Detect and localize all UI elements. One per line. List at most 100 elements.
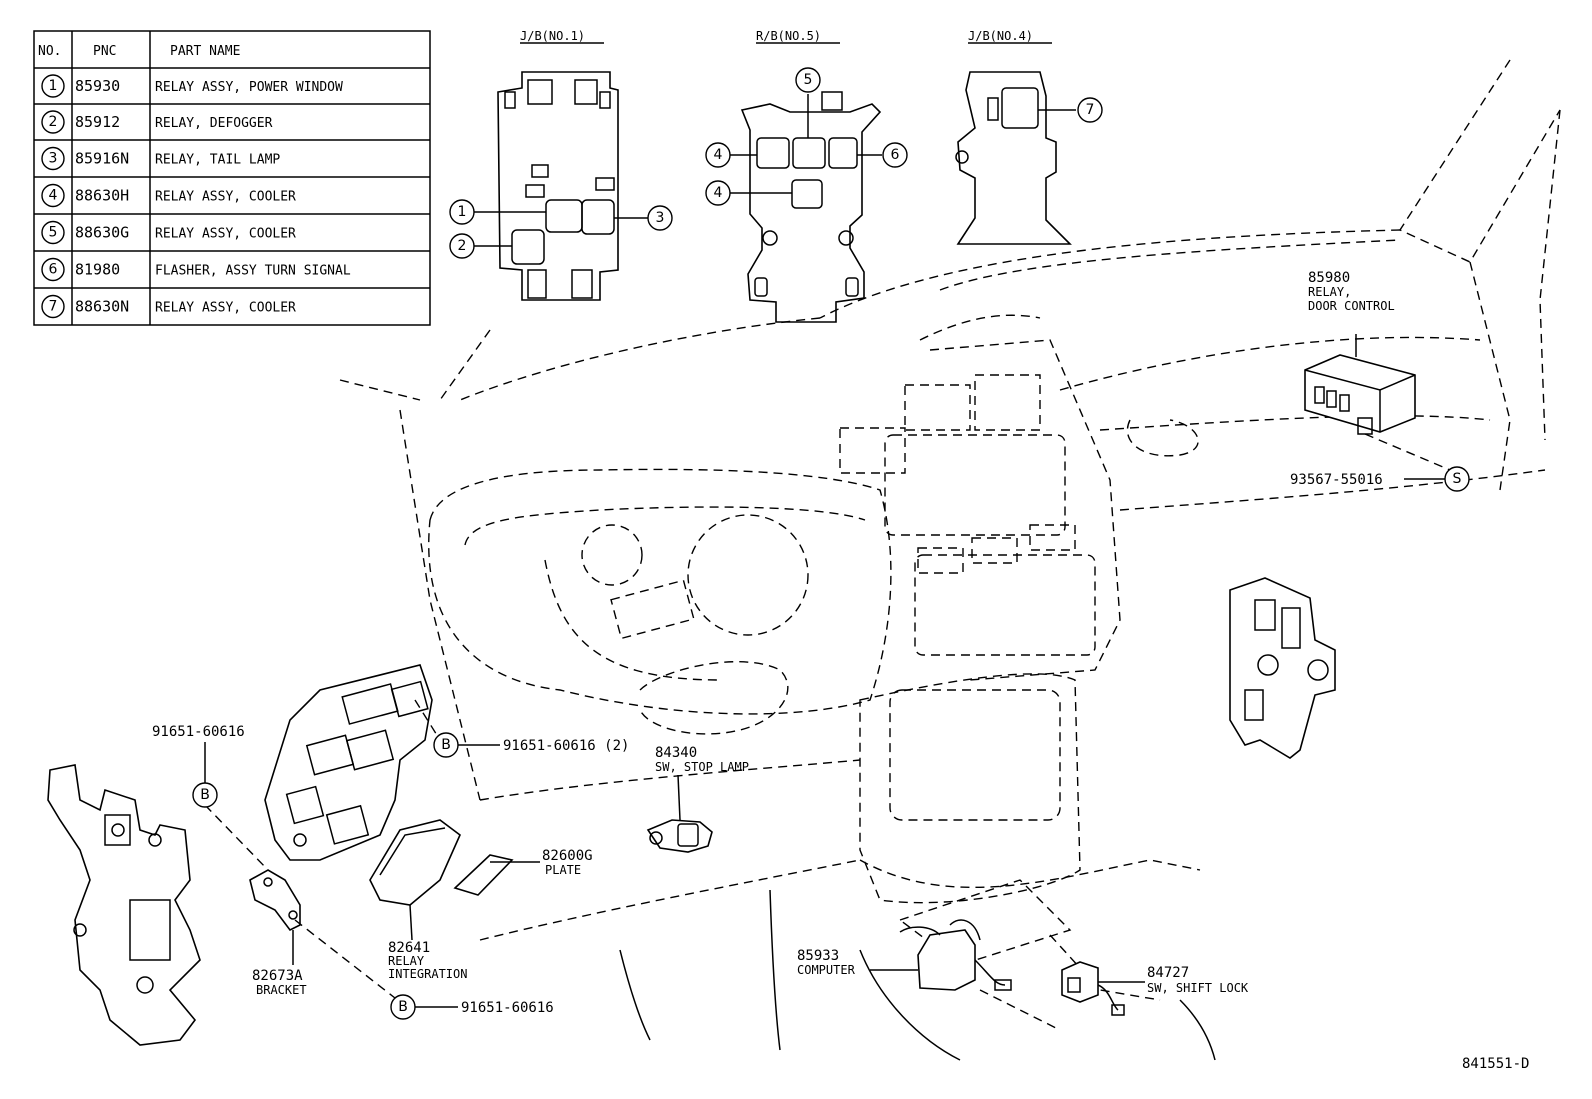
stop-lamp-pnc: 84340 — [655, 745, 697, 761]
row-part-name: RELAY, TAIL LAMP — [155, 153, 280, 168]
row-pnc: 85916N — [75, 150, 129, 168]
row-number-circle — [41, 220, 65, 245]
table-row: 6 81980 FLASHER, ASSY TURN SIGNAL — [41, 257, 351, 282]
row-number: 6 — [49, 262, 58, 278]
row-number: 4 — [49, 188, 58, 204]
bolt-top-left: 91651-60616 B — [152, 724, 245, 808]
row-pnc: 88630H — [75, 187, 129, 205]
computer-part: 85933 COMPUTER — [797, 919, 1012, 991]
bracket-name: BRACKET — [256, 983, 307, 997]
svg-text:4: 4 — [714, 147, 723, 163]
svg-text:B: B — [441, 737, 451, 753]
row-part-name: RELAY ASSY, COOLER — [155, 190, 296, 205]
left-junction-block — [47, 764, 201, 1046]
computer-pnc: 85933 — [797, 948, 839, 964]
svg-text:2: 2 — [458, 238, 467, 254]
jb-no1-title: J/B(NO.1) — [520, 29, 585, 43]
row-part-name: FLASHER, ASSY TURN SIGNAL — [155, 264, 351, 279]
rb-no5-outline — [740, 103, 882, 323]
jb-no1-group: J/B(NO.1) 1 2 3 — [449, 29, 673, 301]
svg-text:5: 5 — [804, 72, 813, 88]
bracket-part: 82673A BRACKET — [204, 804, 396, 999]
row-pnc: 88630N — [75, 298, 129, 316]
stop-lamp-name: SW, STOP LAMP — [655, 760, 749, 774]
callout-b-bottom: B — [390, 994, 416, 1020]
row-number-circle — [41, 257, 65, 282]
relay-integration-part: 82641 RELAY INTEGRATION — [369, 819, 467, 981]
table-row: 4 88630H RELAY ASSY, COOLER — [41, 183, 296, 208]
callout-4-bottom: 4 — [705, 180, 731, 206]
callout-s: S — [1444, 466, 1470, 492]
door-relay-line2: DOOR CONTROL — [1308, 299, 1395, 313]
row-number-circle — [41, 183, 65, 208]
svg-text:1: 1 — [458, 204, 467, 220]
row-pnc: 81980 — [75, 261, 120, 279]
callout-1: 1 — [449, 199, 475, 225]
jb-no4-title: J/B(NO.4) — [968, 29, 1033, 43]
jb-no4-outline — [956, 71, 1072, 245]
parts-table: NO. PNC PART NAME 1 85930 RELAY ASSY, POWE… — [33, 30, 431, 326]
callout-3: 3 — [647, 205, 673, 231]
row-number: 2 — [49, 114, 58, 130]
right-junction-block — [1229, 577, 1336, 759]
row-number-circle — [41, 294, 65, 319]
svg-text:4: 4 — [714, 185, 723, 201]
callout-b-left: B — [192, 782, 218, 808]
header-pnc: PNC — [93, 44, 116, 59]
table-row: 2 85912 RELAY, DEFOGGER — [41, 110, 273, 134]
bolt-top-left-pnc: 91651-60616 — [152, 724, 245, 740]
svg-text:6: 6 — [891, 147, 900, 163]
row-pnc: 85912 — [75, 113, 120, 131]
header-part-name: PART NAME — [170, 44, 240, 59]
figure-id: 841551-D — [1462, 1056, 1529, 1072]
callout-2: 2 — [449, 233, 475, 259]
center-relay-block: B 91651-60616 (2) — [264, 664, 629, 861]
callout-4-top: 4 — [705, 142, 731, 168]
callout-7: 7 — [1077, 97, 1103, 123]
svg-text:S: S — [1453, 471, 1462, 487]
plate-pnc: 82600G — [542, 848, 593, 864]
door-relay-line1: RELAY, — [1308, 285, 1351, 299]
row-number: 3 — [49, 151, 58, 167]
svg-text:3: 3 — [656, 210, 665, 226]
rb-no5-title: R/B(NO.5) — [756, 29, 821, 43]
computer-name: COMPUTER — [797, 963, 856, 977]
callout-b-right: B — [433, 732, 459, 758]
row-pnc: 85930 — [75, 77, 120, 95]
screw-pnc: 93567-55016 — [1290, 472, 1383, 488]
table-row: 5 88630G RELAY ASSY, COOLER — [41, 220, 296, 245]
row-number: 5 — [49, 225, 58, 241]
row-number: 1 — [49, 78, 58, 94]
row-number: 7 — [49, 299, 58, 315]
svg-text:7: 7 — [1086, 102, 1095, 118]
plate-name: PLATE — [545, 863, 581, 877]
row-part-name: RELAY ASSY, POWER WINDOW — [155, 80, 343, 95]
row-part-name: RELAY ASSY, COOLER — [155, 227, 296, 242]
row-part-name: RELAY, DEFOGGER — [155, 116, 273, 131]
bolt-right-pnc: 91651-60616 (2) — [503, 738, 629, 754]
bolt-bottom-pnc: 91651-60616 — [461, 1000, 554, 1016]
door-relay-pnc: 85980 — [1308, 270, 1350, 286]
row-number-circle — [41, 146, 65, 171]
table-row: 3 85916N RELAY, TAIL LAMP — [41, 146, 280, 171]
row-number-circle — [41, 74, 65, 98]
stop-lamp-switch: 84340 SW, STOP LAMP — [646, 745, 749, 853]
shift-lock-name: SW, SHIFT LOCK — [1147, 981, 1249, 995]
bolt-bottom: B 91651-60616 — [390, 994, 554, 1020]
row-pnc: 88630G — [75, 224, 129, 242]
relay-integration-line1: RELAY — [388, 954, 425, 968]
door-control-relay: 85980 RELAY, DOOR CONTROL 93567-55016 S — [1290, 270, 1470, 492]
header-no: NO. — [38, 44, 61, 59]
bracket-pnc: 82673A — [252, 968, 303, 984]
table-border — [33, 30, 431, 326]
row-part-name: RELAY ASSY, COOLER — [155, 301, 296, 316]
svg-text:B: B — [200, 787, 210, 803]
callout-5: 5 — [795, 67, 821, 93]
shift-lock-switch: 84727 SW, SHIFT LOCK — [1061, 961, 1249, 1016]
relay-integration-line2: INTEGRATION — [388, 967, 467, 981]
jb-no4-group: J/B(NO.4) 7 — [955, 29, 1103, 245]
jb-no1-outline — [497, 71, 619, 301]
callout-6: 6 — [882, 142, 908, 168]
table-row: 1 85930 RELAY ASSY, POWER WINDOW — [41, 74, 343, 98]
